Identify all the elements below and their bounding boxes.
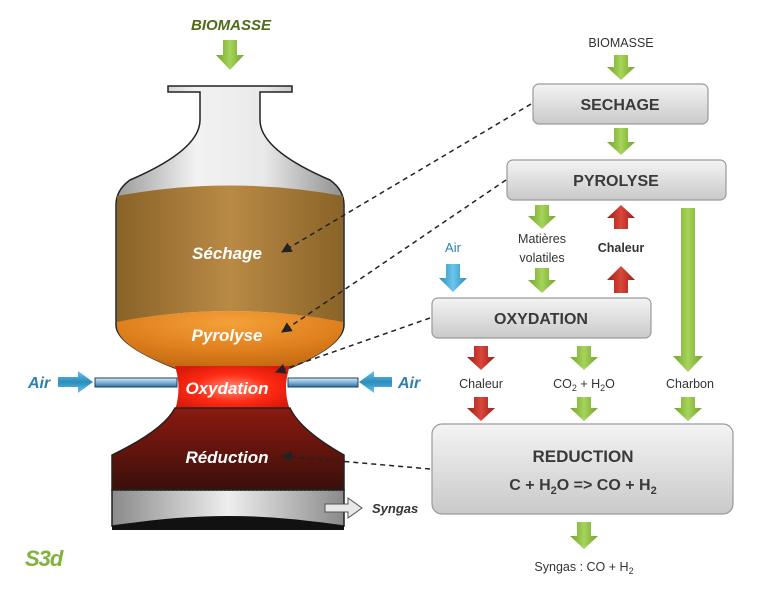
arrow-volatiles-down-top [528, 205, 556, 229]
air-pipe-left [94, 377, 178, 388]
reactor-input-arrow [216, 40, 244, 70]
arrow-heat-up-bottom [607, 266, 635, 293]
box-reduction [431, 423, 734, 515]
label-heat-up: Chaleur [598, 241, 645, 255]
connector-reduction [280, 451, 431, 470]
box-oxydation [431, 297, 652, 339]
arrow-heat-up-top [607, 205, 635, 229]
zone-label-oxidation: Oxydation [185, 379, 268, 398]
syngas-outlet-label: Syngas [372, 501, 418, 516]
air-arrow-left [58, 371, 93, 393]
label-syngas-output: Syngas : CO + H2 [534, 560, 633, 576]
air-label-left: Air [27, 375, 51, 392]
drying-zone [117, 185, 343, 322]
label-heat-down: Chaleur [459, 377, 503, 391]
zone-label-pyrolysis: Pyrolyse [192, 326, 263, 345]
flow-input-arrow [607, 55, 635, 80]
connector-oxydation [275, 317, 431, 374]
arrow-heat-down-bottom [467, 397, 495, 421]
dashed-connectors [275, 103, 532, 470]
arrow-heat-down-top [467, 346, 495, 370]
arrow-syngas-output [570, 522, 598, 549]
box-reduction-title: REDUCTION [532, 447, 633, 466]
box-pyrolyse-label: PYROLYSE [573, 173, 659, 190]
flow-input-label: BIOMASSE [588, 36, 653, 50]
oxidation-zone [175, 366, 290, 410]
label-volatiles-line2: volatiles [519, 251, 564, 265]
box-reduction-equation: C + H2O => CO + H2 [509, 477, 656, 497]
label-volatiles-line1: Matières [518, 232, 566, 246]
arrow-sechage-pyrolyse [607, 128, 635, 155]
air-label-right: Air [397, 375, 421, 392]
label-co2-h2o: CO2 + H2O [553, 377, 615, 393]
zone-label-reduction: Réduction [185, 448, 268, 467]
syngas-outlet-arrow [324, 497, 363, 519]
zone-label-drying: Séchage [192, 244, 262, 263]
box-sechage-label: SECHAGE [580, 97, 659, 114]
arrow-air [439, 264, 467, 292]
arrow-charbon-bottom [674, 397, 702, 421]
arrow-co2-bottom [570, 397, 598, 421]
label-charbon: Charbon [666, 377, 714, 391]
label-air: Air [445, 240, 462, 255]
arrow-volatiles-down-bottom [528, 268, 556, 293]
box-sechage [532, 83, 709, 125]
air-arrow-right [359, 371, 392, 393]
s3d-logo: S3d [25, 546, 64, 571]
arrow-charbon [673, 208, 703, 372]
box-oxydation-label: OXYDATION [494, 311, 588, 328]
connector-sechage [281, 103, 532, 253]
reactor-input-label: BIOMASSE [191, 17, 272, 34]
box-pyrolyse [506, 159, 727, 201]
connector-pyrolyse [281, 179, 507, 333]
air-pipe-right [287, 377, 359, 388]
arrow-co2-top [570, 346, 598, 370]
ash-bottom [112, 516, 344, 530]
